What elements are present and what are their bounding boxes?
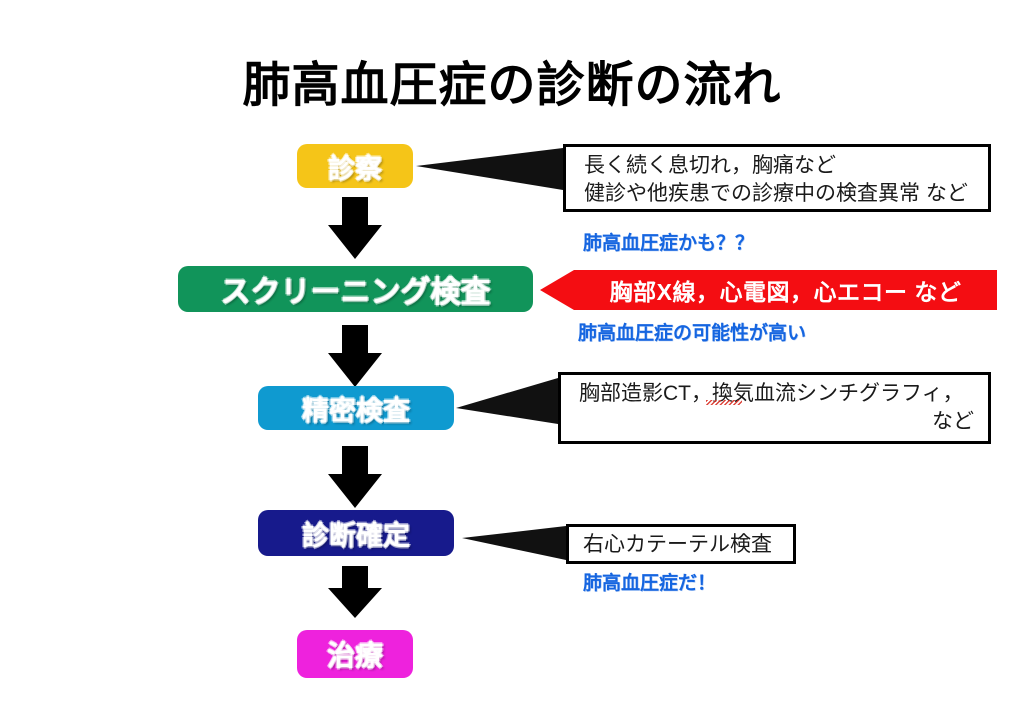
- connector-confirmed-catheter: [462, 526, 566, 560]
- connector-exam-symptoms: [416, 148, 563, 190]
- stage-label-detailed-exam: 精密検査: [302, 395, 410, 426]
- callout-catheterization-line1: 右心カテーテル検査: [583, 533, 772, 556]
- down-arrow-icon-1: [328, 197, 382, 259]
- down-arrow-icon-3: [328, 446, 382, 508]
- note-diagnosis-confirmed: 肺高血圧症だ！: [583, 573, 717, 594]
- callout-symptoms-line2: 健診や他疾患での診療中の検査異常 など: [584, 182, 968, 205]
- stage-box-diagnosis-confirmed[interactable]: 診断確定: [258, 510, 454, 556]
- stage-box-screening[interactable]: スクリーニング検査: [178, 266, 533, 312]
- callout-symptoms: 長く続く息切れ，胸痛など 健診や他疾患での診療中の検査異常 など: [563, 144, 991, 212]
- banner-screening-tests: 胸部X線，心電図，心エコー など: [540, 270, 997, 310]
- banner-screening-tests-label: 胸部X線，心電図，心エコー など: [609, 279, 962, 305]
- stage-box-examination[interactable]: 診察: [297, 144, 413, 188]
- stage-box-detailed-exam[interactable]: 精密検査: [258, 386, 454, 430]
- callout-symptoms-line1: 長く続く息切れ，胸痛など: [584, 154, 836, 177]
- stage-label-diagnosis-confirmed: 診断確定: [302, 520, 410, 551]
- banner-arrow-shape: [540, 270, 997, 310]
- down-arrow-icon-4: [328, 566, 382, 620]
- page-title: 肺高血圧症の診断の流れ: [242, 59, 782, 112]
- callout-detailed-tests-line1: 胸部造影CT，換気血流シンチグラフィ，: [579, 382, 964, 405]
- note-high-likelihood: 肺高血圧症の可能性が高い: [578, 323, 807, 344]
- stage-label-examination: 診察: [328, 153, 382, 184]
- callout-detailed-tests: 胸部造影CT，換気血流シンチグラフィ， など: [558, 372, 991, 444]
- stage-label-screening: スクリーニング検査: [220, 276, 491, 309]
- callout-catheterization: 右心カテーテル検査: [566, 524, 796, 564]
- down-arrow-icon-2: [328, 325, 382, 387]
- note-maybe-pulmonary-hypertension: 肺高血圧症かも？？: [583, 233, 755, 254]
- connector-detailed-tests: [456, 378, 558, 424]
- callout-detailed-tests-line2: など: [932, 410, 974, 433]
- stage-box-treatment[interactable]: 治療: [297, 630, 413, 678]
- stage-label-treatment: 治療: [326, 640, 383, 671]
- spellcheck-squiggle-icon: [706, 400, 742, 405]
